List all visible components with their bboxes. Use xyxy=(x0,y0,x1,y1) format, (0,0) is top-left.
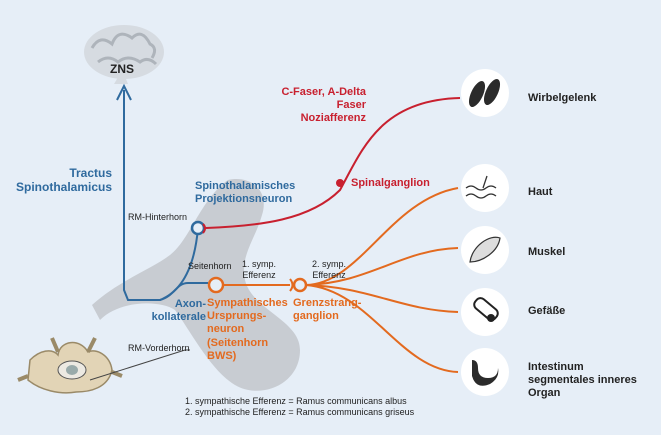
afferent-fiber-line xyxy=(205,97,461,229)
vertebral-joint-icon xyxy=(468,81,486,107)
afferent-label: C-Faser, A-Delta Faser Noziafferenz xyxy=(248,86,366,126)
intestinum-line-2: segmentales inneres xyxy=(528,374,637,387)
sym2-label: 2. symp. Efferenz xyxy=(312,259,346,281)
target-label-gefaesse: Gefäße xyxy=(528,305,566,317)
afferent-line-1: C-Faser, A-Delta xyxy=(281,86,366,98)
rm-hinterhorn-label: RM-Hinterhorn xyxy=(128,212,188,222)
zns-arrowhead xyxy=(116,83,132,101)
sym1-line-2: Efferenz xyxy=(242,269,276,280)
spinal-ganglion-dot xyxy=(336,179,344,187)
tractus-line-2: Spinothalamicus xyxy=(16,180,113,195)
axon-label: Axon- kollaterale xyxy=(124,298,206,324)
sympathetic-line-1: Sympathisches xyxy=(207,297,288,309)
projection-neuron-soma xyxy=(190,220,206,236)
stomach-icon xyxy=(472,360,499,386)
sym2-line-1: 2. symp. xyxy=(312,259,347,269)
afferent-line-3: Noziafferenz xyxy=(300,112,366,125)
projection-neuron-label: Spinothalamisches Projektionsneuron xyxy=(195,180,295,206)
target-label-haut: Haut xyxy=(528,186,553,198)
sympathetic-line-5: BWS) xyxy=(207,349,237,362)
tractus-label: Tractus Spinothalamicus xyxy=(16,166,112,195)
sym2-line-2: Efferenz xyxy=(312,269,346,280)
tractus-line-1: Tractus xyxy=(69,166,112,180)
axon-line-2: kollaterale xyxy=(151,311,206,324)
seitenhorn-label: Seitenhorn xyxy=(188,261,232,271)
brain-icon xyxy=(84,25,164,84)
target-label-wirbelgelenk: Wirbelgelenk xyxy=(528,92,597,104)
spinothalamic-tract-line xyxy=(123,90,199,301)
projection-line-2: Projektionsneuron xyxy=(195,193,293,206)
ganglion-soma xyxy=(292,277,308,293)
sympathetic-line-3: neuron xyxy=(207,323,245,336)
intestinum-line-3: Organ xyxy=(528,387,561,400)
sympathetic-line-2: Ursprungs- xyxy=(207,310,267,323)
target-label-intestinum: Intestinum segmentales inneres Organ xyxy=(528,361,637,401)
axon-line-1: Axon- xyxy=(174,298,206,310)
vorderhorn-pointer xyxy=(89,349,190,381)
legend: 1. sympathische Efferenz = Ramus communi… xyxy=(185,396,414,418)
skin-hair-icon xyxy=(465,175,497,199)
zns-label: ZNS xyxy=(110,62,134,76)
vertebra-image xyxy=(17,337,123,394)
axon-collateral-line xyxy=(159,282,208,301)
sympathetic-neuron-soma xyxy=(207,276,225,294)
spinal-ganglion-label: Spinalganglion xyxy=(351,177,430,189)
sympathetic-neuron-label: Sympathisches Ursprungs- neuron (Seitenh… xyxy=(207,297,288,363)
sym1-label: 1. symp. Efferenz xyxy=(242,259,276,281)
grenzstrang-line-2: ganglion xyxy=(293,310,339,323)
projection-line-1: Spinothalamisches xyxy=(195,180,296,192)
spinal-cord-gray-matter xyxy=(92,179,300,391)
legend-line-2: 2. sympathische Efferenz = Ramus communi… xyxy=(185,406,415,417)
postganglionic-fibers xyxy=(305,187,459,373)
target-icons xyxy=(461,69,509,396)
legend-line-1: 1. sympathische Efferenz = Ramus communi… xyxy=(185,396,407,406)
target-label-muskel: Muskel xyxy=(528,246,566,258)
afferent-line-2: Faser xyxy=(336,99,366,112)
intestinum-line-1: Intestinum xyxy=(528,361,584,373)
rm-vorderhorn-label: RM-Vorderhorn xyxy=(128,343,190,353)
grenzstrang-label: Grenzstrang- ganglion xyxy=(293,297,361,323)
muscle-icon xyxy=(469,236,501,263)
grenzstrang-line-1: Grenzstrang- xyxy=(293,297,362,309)
sym1-line-1: 1. symp. xyxy=(242,259,277,269)
sympathetic-line-4: (Seitenhorn xyxy=(207,336,269,349)
